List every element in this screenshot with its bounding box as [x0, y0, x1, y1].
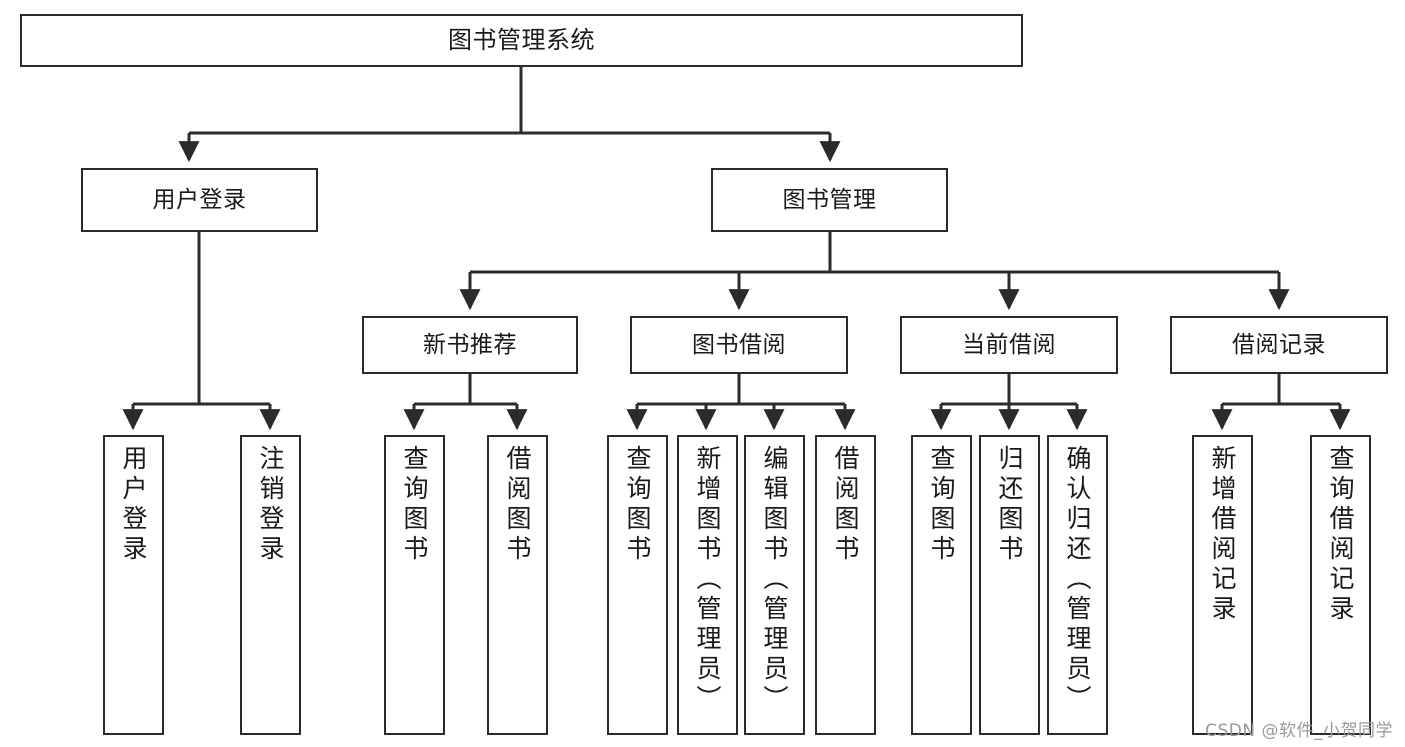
- node-new-book-recommend[interactable]: 新书推荐: [362, 316, 578, 374]
- leaf-user-login[interactable]: 用户登录: [103, 435, 164, 735]
- leaf-borrow-book-recommend-label: 借阅图书: [503, 445, 532, 565]
- node-new-book-recommend-label: 新书推荐: [423, 331, 517, 358]
- leaf-query-book-borrow-label: 查询图书: [623, 445, 652, 565]
- node-book-borrow[interactable]: 图书借阅: [630, 316, 848, 374]
- node-root-label: 图书管理系统: [448, 25, 595, 54]
- leaf-confirm-return-admin-label: 确认归还（管理员）: [1063, 445, 1092, 715]
- node-current-borrow[interactable]: 当前借阅: [900, 316, 1118, 374]
- leaf-query-borrow-record-label: 查询借阅记录: [1326, 445, 1355, 625]
- leaf-query-book-recommend-label: 查询图书: [400, 445, 429, 565]
- leaf-add-book-admin-label: 新增图书（管理员）: [693, 445, 722, 715]
- leaf-query-book-recommend[interactable]: 查询图书: [384, 435, 445, 735]
- node-current-borrow-label: 当前借阅: [962, 331, 1056, 358]
- node-root-book-management-system[interactable]: 图书管理系统: [20, 14, 1023, 67]
- leaf-borrow-book-borrow-label: 借阅图书: [831, 445, 860, 565]
- leaf-logout-login-label: 注销登录: [256, 445, 285, 565]
- leaf-query-borrow-record[interactable]: 查询借阅记录: [1310, 435, 1371, 735]
- watermark-text: CSDN @软件_小贺同学: [1205, 721, 1393, 741]
- leaf-return-book-label: 归还图书: [995, 445, 1024, 565]
- leaf-edit-book-admin-label: 编辑图书（管理员）: [760, 445, 789, 715]
- node-borrow-record-label: 借阅记录: [1232, 331, 1326, 358]
- leaf-borrow-book-borrow[interactable]: 借阅图书: [815, 435, 876, 735]
- node-user-login[interactable]: 用户登录: [81, 168, 318, 232]
- leaf-borrow-book-recommend[interactable]: 借阅图书: [487, 435, 548, 735]
- leaf-user-login-label: 用户登录: [119, 445, 148, 565]
- leaf-edit-book-admin[interactable]: 编辑图书（管理员）: [744, 435, 805, 735]
- leaf-query-book-current[interactable]: 查询图书: [911, 435, 972, 735]
- node-book-borrow-label: 图书借阅: [692, 331, 786, 358]
- leaf-query-book-current-label: 查询图书: [927, 445, 956, 565]
- leaf-confirm-return-admin[interactable]: 确认归还（管理员）: [1047, 435, 1108, 735]
- node-book-manage[interactable]: 图书管理: [711, 168, 948, 232]
- node-user-login-label: 用户登录: [152, 186, 247, 213]
- node-book-manage-label: 图书管理: [782, 186, 877, 213]
- leaf-add-borrow-record-label: 新增借阅记录: [1208, 445, 1237, 625]
- leaf-add-book-admin[interactable]: 新增图书（管理员）: [677, 435, 738, 735]
- node-borrow-record[interactable]: 借阅记录: [1170, 316, 1388, 374]
- leaf-query-book-borrow[interactable]: 查询图书: [607, 435, 668, 735]
- leaf-return-book[interactable]: 归还图书: [979, 435, 1040, 735]
- leaf-logout-login[interactable]: 注销登录: [240, 435, 301, 735]
- leaf-add-borrow-record[interactable]: 新增借阅记录: [1192, 435, 1253, 735]
